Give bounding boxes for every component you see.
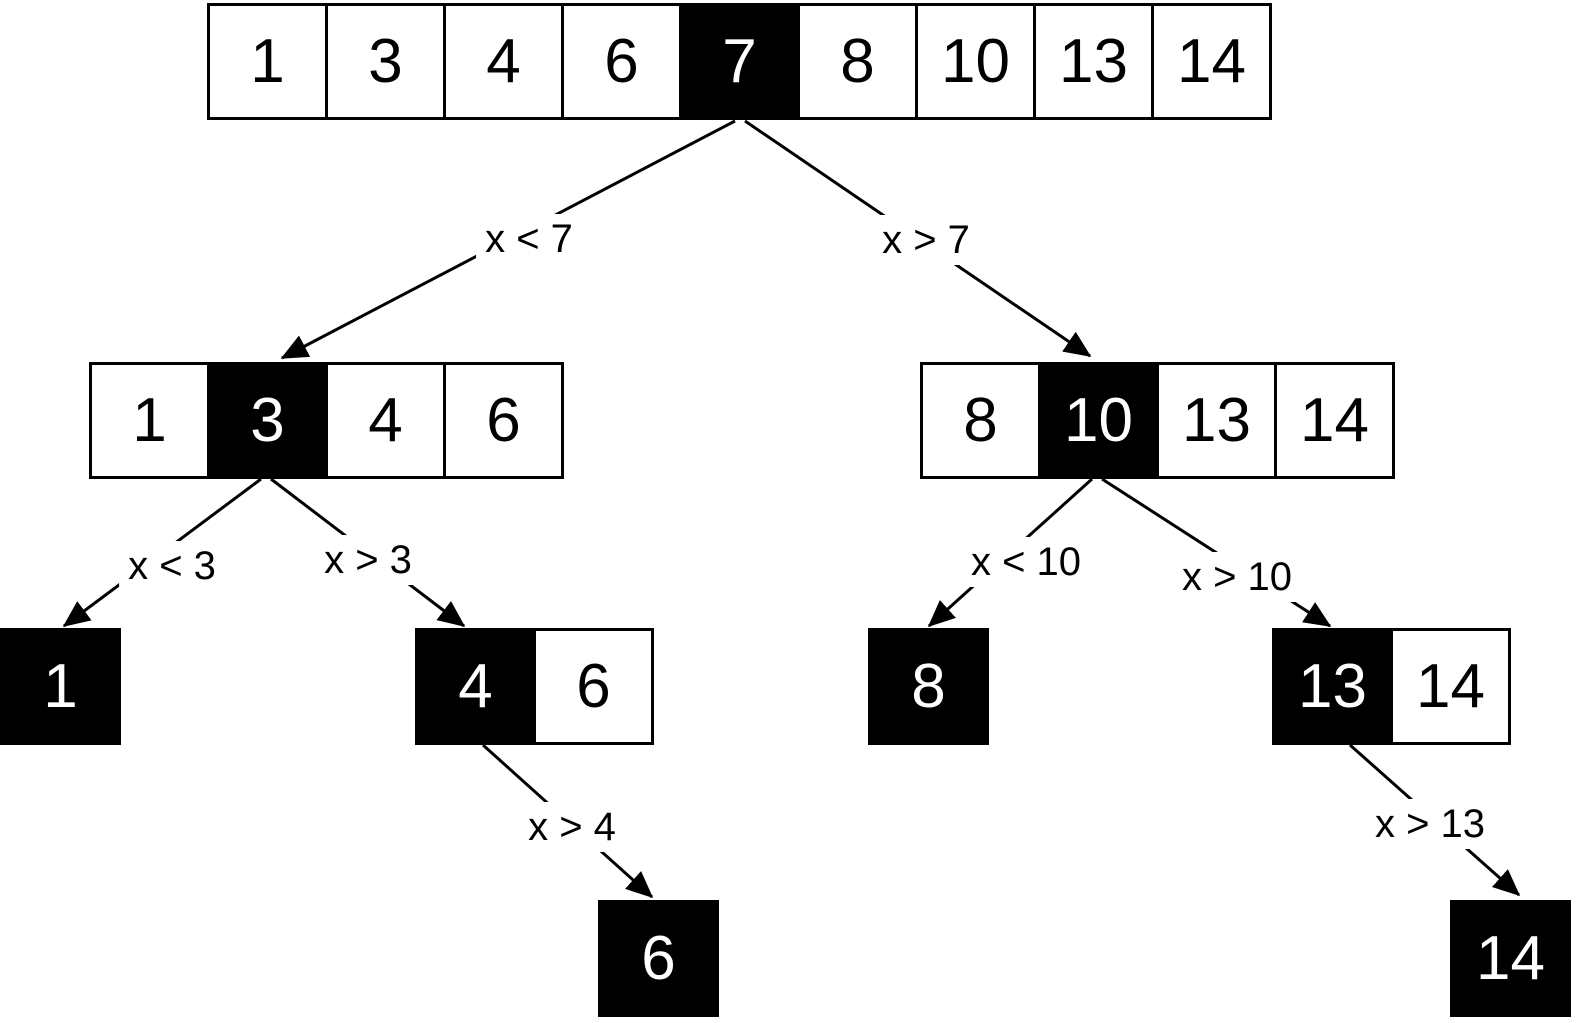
array-cell: 3 xyxy=(325,6,443,117)
edge-label-x-gt-4: x > 4 xyxy=(519,802,625,852)
array-cell: 13 xyxy=(1033,6,1151,117)
edge-label-x-lt-10: x < 10 xyxy=(961,537,1091,587)
array-cell-highlighted: 4 xyxy=(418,631,533,742)
array-cell: 6 xyxy=(443,365,561,476)
array-cell-highlighted: 8 xyxy=(871,631,986,742)
array-cell-highlighted: 1 xyxy=(3,631,118,742)
array-cell-highlighted: 7 xyxy=(679,6,797,117)
array-cell: 8 xyxy=(797,6,915,117)
edge-label-x-gt-13: x > 13 xyxy=(1365,799,1495,849)
array-cell: 14 xyxy=(1390,631,1508,742)
array-cell: 14 xyxy=(1274,365,1392,476)
array-node-left: 1 3 4 6 xyxy=(89,362,564,479)
array-cell-highlighted: 3 xyxy=(207,365,325,476)
array-node-right: 8 10 13 14 xyxy=(920,362,1395,479)
edge-label-x-lt-7: x < 7 xyxy=(476,214,582,264)
array-cell: 6 xyxy=(561,6,679,117)
array-cell: 8 xyxy=(923,365,1038,476)
array-cell: 10 xyxy=(915,6,1033,117)
array-node-left-right: 4 6 xyxy=(415,628,654,745)
array-node-left-right-down: 6 xyxy=(598,900,719,1017)
array-cell: 4 xyxy=(325,365,443,476)
edge-label-x-gt-3: x > 3 xyxy=(315,535,421,585)
edge-label-x-lt-3: x < 3 xyxy=(119,541,225,591)
array-cell: 14 xyxy=(1151,6,1269,117)
array-cell: 4 xyxy=(443,6,561,117)
array-cell: 6 xyxy=(533,631,651,742)
edge-label-x-gt-7: x > 7 xyxy=(873,215,979,265)
array-node-root: 1 3 4 6 7 8 10 13 14 xyxy=(207,3,1272,120)
array-node-left-left: 1 xyxy=(0,628,121,745)
array-cell: 13 xyxy=(1156,365,1274,476)
array-node-right-right: 13 14 xyxy=(1272,628,1511,745)
array-cell: 1 xyxy=(210,6,325,117)
array-node-right-left: 8 xyxy=(868,628,989,745)
array-cell: 1 xyxy=(92,365,207,476)
array-node-right-right-down: 14 xyxy=(1450,900,1571,1017)
array-cell-highlighted: 6 xyxy=(601,903,716,1014)
array-cell-highlighted: 10 xyxy=(1038,365,1156,476)
array-cell-highlighted: 14 xyxy=(1453,903,1568,1014)
array-cell-highlighted: 13 xyxy=(1275,631,1390,742)
edge-label-x-gt-10: x > 10 xyxy=(1172,552,1302,602)
